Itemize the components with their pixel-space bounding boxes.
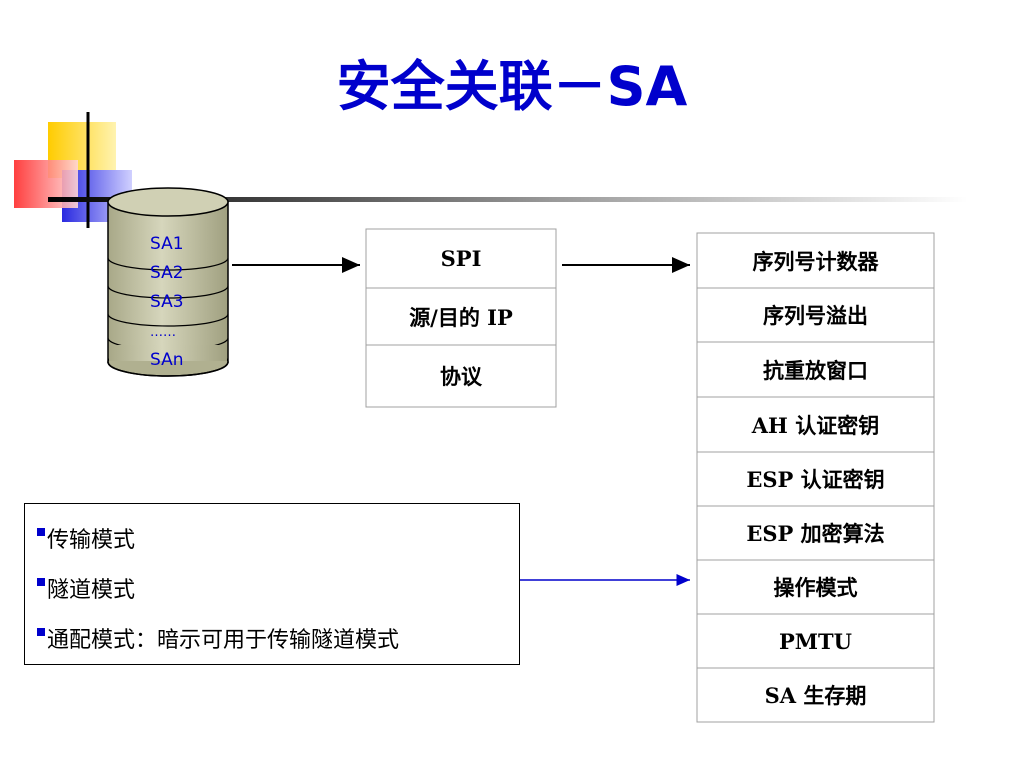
sa-database-cylinder: [107, 187, 229, 377]
param-esp-cipher: ESP 加密算法: [746, 521, 885, 546]
sa-parameters-table: [696, 232, 935, 723]
sa-fields-table: [365, 228, 557, 408]
square-bullet-icon: [37, 578, 45, 586]
mode-item-transport: 传输模式: [37, 522, 135, 554]
field-spi: SPI: [440, 246, 482, 271]
sa-entry-n: SAn: [150, 350, 184, 370]
field-protocol: 协议: [440, 364, 482, 389]
param-operation-mode: 操作模式: [773, 575, 858, 600]
modes-box: 传输模式 隧道模式 通配模式：暗示可用于传输隧道模式: [24, 503, 520, 665]
square-bullet-icon: [37, 528, 45, 536]
param-seq-counter: 序列号计数器: [752, 248, 879, 274]
mode-item-tunnel: 隧道模式: [37, 572, 135, 604]
param-seq-overflow: 序列号溢出: [763, 303, 868, 328]
sa-entry-2: SA2: [150, 263, 184, 283]
param-ah-auth-key: AH 认证密钥: [751, 412, 880, 438]
square-bullet-icon: [37, 628, 45, 636]
field-src-dst-ip: 源/目的 IP: [409, 304, 513, 330]
param-anti-replay: 抗重放窗口: [763, 357, 868, 383]
sa-entry-ellipsis: ……: [150, 325, 176, 340]
sa-entry-1: SA1: [150, 234, 184, 254]
page-title: 安全关联－SA: [336, 55, 688, 118]
param-pmtu: PMTU: [779, 628, 852, 654]
param-sa-lifetime: SA 生存期: [764, 683, 867, 708]
mode-item-wildcard: 通配模式：暗示可用于传输隧道模式: [37, 622, 399, 654]
sa-entry-3: SA3: [150, 292, 184, 312]
param-esp-auth-key: ESP 认证密钥: [746, 467, 885, 492]
header-rule: [48, 197, 968, 202]
